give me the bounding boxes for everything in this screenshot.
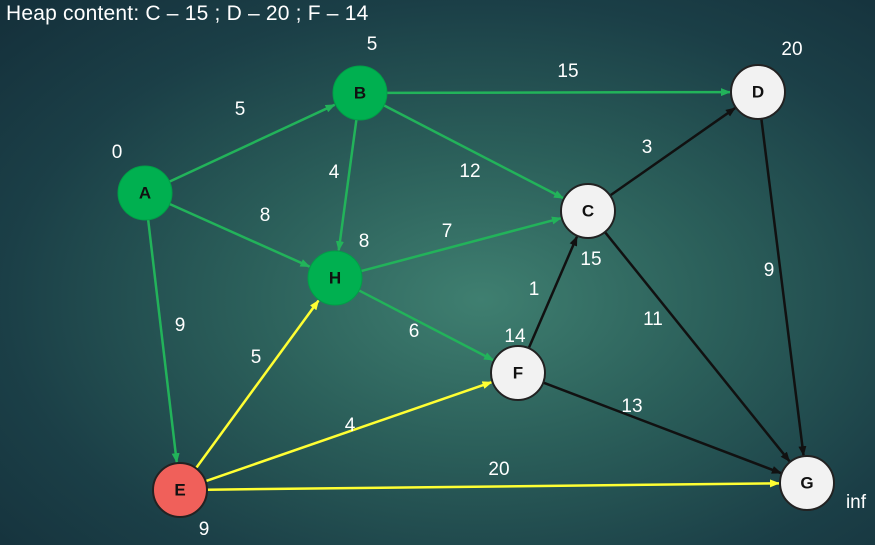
node-circle-d <box>730 64 786 120</box>
edge-weight-b-d: 15 <box>557 61 578 82</box>
edge-f-c <box>527 235 579 349</box>
node-circle-b <box>332 65 388 121</box>
node-label-e: E <box>174 480 185 499</box>
edge-e-f <box>205 380 493 483</box>
edge-a-h <box>169 202 311 268</box>
node-label-c: C <box>582 201 594 220</box>
edge-d-g <box>760 118 807 457</box>
node-label-g: G <box>800 473 813 492</box>
node-a: A <box>117 165 173 221</box>
node-distance-h: 8 <box>359 231 370 252</box>
edge-weight-h-c: 7 <box>442 221 453 242</box>
edge-h-c <box>360 216 562 273</box>
edge-weight-a-e: 9 <box>175 315 186 336</box>
edge-weight-f-c: 1 <box>529 279 540 300</box>
edge-b-c <box>383 104 565 200</box>
edge-weight-b-h: 4 <box>329 162 340 183</box>
edge-a-e <box>146 219 180 464</box>
node-c: C <box>560 183 616 239</box>
node-e: E <box>152 462 208 518</box>
node-circle-e <box>152 462 208 518</box>
edge-weight-d-g: 9 <box>764 260 775 281</box>
node-circle-f <box>490 345 546 401</box>
node-label-a: A <box>139 183 151 202</box>
edge-e-h <box>194 299 320 469</box>
edge-weight-e-g: 20 <box>488 459 509 480</box>
node-b: B <box>332 65 388 121</box>
node-g: G <box>779 455 835 511</box>
edge-weight-c-d: 3 <box>642 137 653 158</box>
node-distance-c: 15 <box>580 249 601 270</box>
node-circle-c <box>560 183 616 239</box>
node-circle-h <box>307 250 363 306</box>
edge-weight-a-h: 8 <box>260 205 271 226</box>
heap-content-label: Heap content: C – 15 ; D – 20 ; F – 14 <box>6 2 369 25</box>
edge-h-f <box>358 289 495 362</box>
node-h: H <box>307 250 363 306</box>
node-circle-g <box>779 455 835 511</box>
edge-c-d <box>609 107 736 197</box>
node-distance-g: inf <box>846 492 867 513</box>
node-label-d: D <box>752 82 764 101</box>
edge-c-g <box>603 231 791 462</box>
node-label-h: H <box>329 268 341 287</box>
node-distance-d: 20 <box>781 39 802 60</box>
node-distance-a: 0 <box>112 142 123 163</box>
edge-b-h <box>335 119 358 252</box>
node-distance-f: 14 <box>504 326 526 347</box>
node-label-f: F <box>513 363 523 382</box>
node-d: D <box>730 64 786 120</box>
node-f: F <box>490 345 546 401</box>
edge-weight-a-b: 5 <box>235 99 246 120</box>
edge-weight-c-g: 11 <box>643 309 663 330</box>
edge-weight-e-h: 5 <box>251 347 262 368</box>
node-distance-e: 9 <box>199 519 210 540</box>
edge-f-g <box>542 381 782 475</box>
node-distance-b: 5 <box>367 34 378 55</box>
edge-e-g <box>206 479 781 491</box>
edge-a-b <box>168 103 336 183</box>
edge-weight-e-f: 4 <box>345 415 356 436</box>
edge-weight-h-f: 6 <box>409 321 420 342</box>
node-circle-a <box>117 165 173 221</box>
node-label-b: B <box>354 83 366 102</box>
edge-weight-f-g: 13 <box>621 396 642 417</box>
edge-b-d <box>386 88 732 97</box>
edge-weight-b-c: 12 <box>459 161 480 182</box>
